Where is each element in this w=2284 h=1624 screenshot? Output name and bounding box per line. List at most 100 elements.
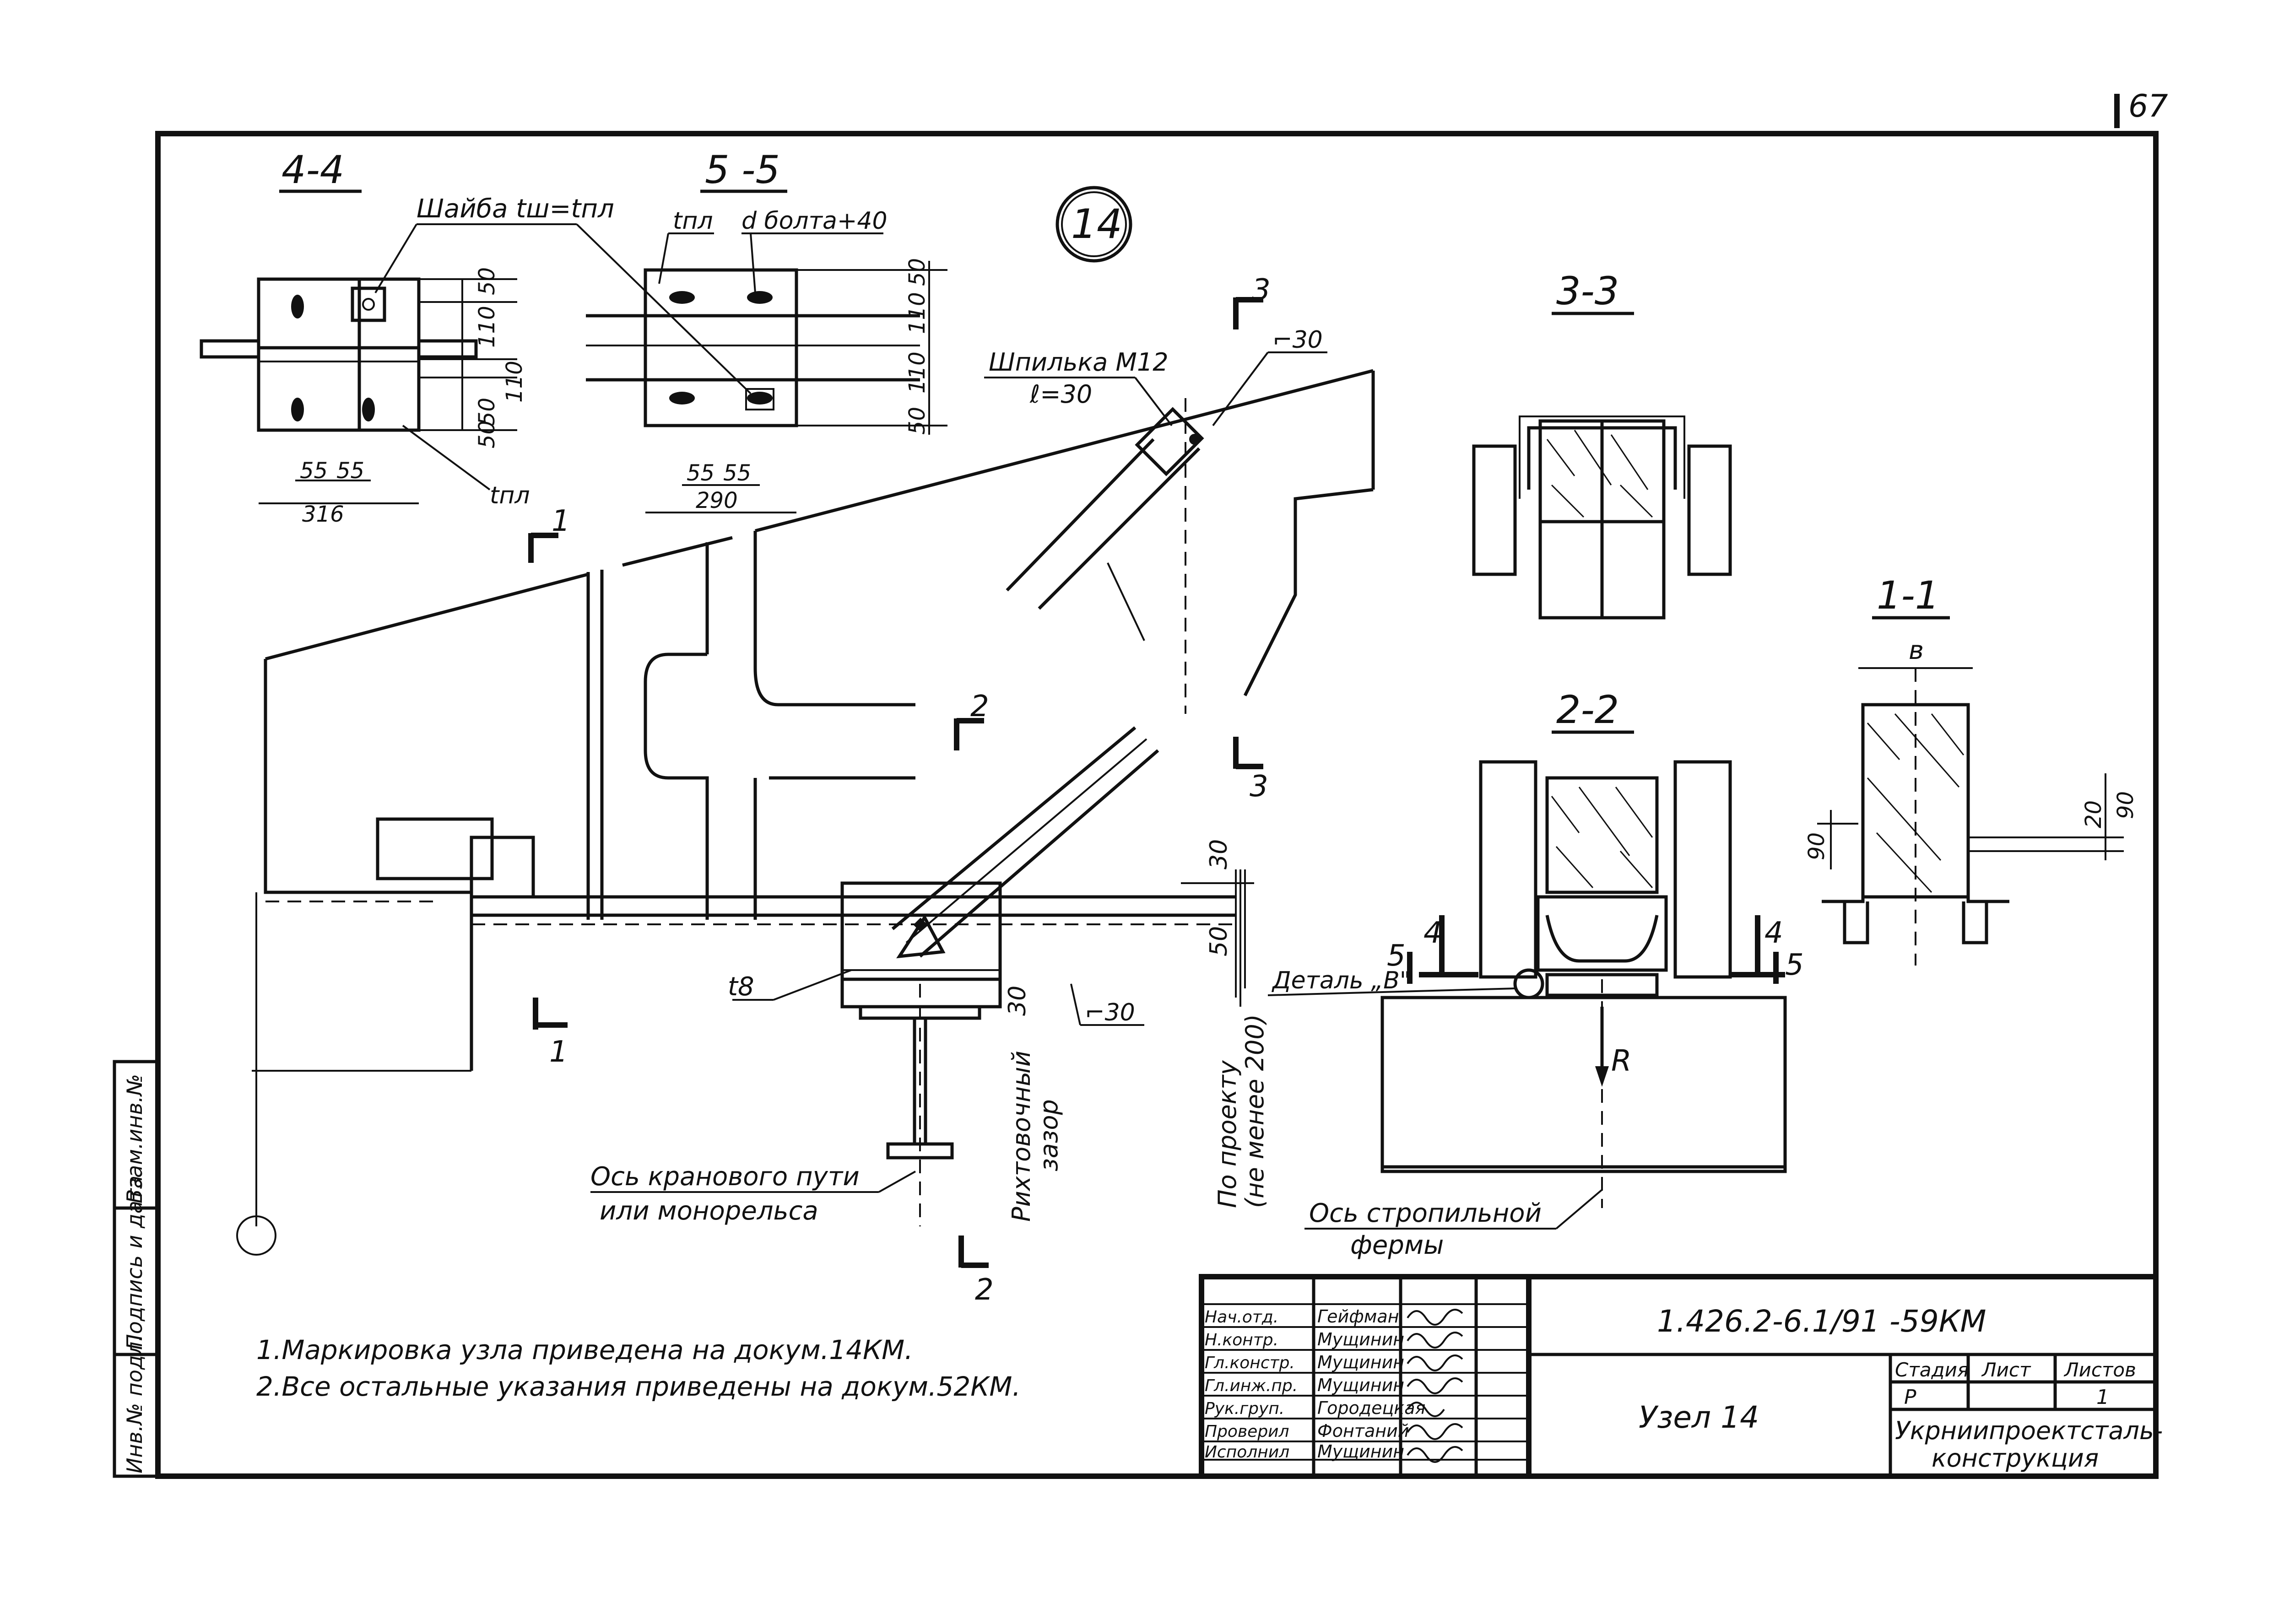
label-detail-B: Деталь „В" [1272,967,1411,994]
sheets-header: Листов [2063,1359,2136,1381]
section-4-4: 4-4 50 110 50 110 50 55 55 316 tпл [200,147,530,527]
name-5: Фонтаний [1317,1421,1409,1441]
note-1: 1.Маркировка узла приведена на докум.14К… [256,1334,913,1365]
side-stamp: Инв.№ подл. Подпись и дата Взам.инв.№ [113,1060,160,1478]
dim-55-290: 290 [696,488,738,513]
section-3-3: 3-3 [1472,269,1732,620]
dim-44-50c: 50 [474,421,500,448]
label-44-tpl: tпл [490,482,530,509]
section-3-3-title: 3-3 [1556,269,1619,313]
dim-44-50b: 50 [474,398,500,426]
dim-55-50b: 50 [904,407,930,435]
dim-11-90b: 90 [2113,791,2138,819]
label-R: R [1611,1044,1631,1078]
cut-3-top: 3 [1252,273,1271,307]
stamp-replace: Взам.инв.№ [122,1074,147,1203]
dim-44-110b: 110 [502,361,527,403]
role-grid [1202,1303,1529,1461]
dim-11-90a: 90 [1804,832,1829,860]
label-rikht-1: Рихтовочный [1007,1051,1036,1222]
label-truss-axis: Ось стропильной [1309,1198,1542,1228]
dim-44-55b: 55 [336,458,364,484]
role-0: Нач.отд. [1205,1308,1278,1327]
sheet-header: Лист [1981,1359,2031,1381]
stamp-inv: Инв.№ подл. [122,1335,147,1473]
label-55-tpl: tпл [673,207,713,235]
label-crane-axis: Ось кранового пути [590,1162,860,1192]
role-6: Исполнил [1205,1443,1289,1462]
sheet-frame: 67 [155,88,2168,1479]
name-3: Мущинин [1317,1375,1404,1395]
label-stud-len: ℓ=30 [1029,380,1092,409]
dim-50: 50 [1205,926,1233,956]
notes: 1.Маркировка узла приведена на докум.14К… [256,1334,1021,1402]
name-0: Гейфман [1317,1306,1399,1327]
dim-55-55b: 55 [723,460,751,486]
label-weld30-low: ⌐30 [1085,999,1135,1026]
role-5: Проверил [1205,1422,1289,1441]
node-number: 14 [1071,200,1122,248]
role-2: Гл.констр. [1205,1354,1295,1372]
node-marker-14: 14 [1055,186,1132,263]
label-t8: t8 [728,972,754,1002]
name-6: Мущинин [1317,1441,1404,1462]
label-55-d: d болта+40 [741,207,888,235]
role-4: Рук.груп. [1205,1399,1284,1418]
label-rikht-2: зазор [1034,1099,1063,1171]
dim-11-b: в [1909,636,1924,665]
label-crane-axis-2: или монорельса [600,1196,818,1226]
label-proekt-2: (не менее 200) [1240,1014,1269,1208]
label-washer: Шайба tш=tпл [417,194,614,224]
cut-5-right: 5 [1785,948,1804,982]
dim-30b: 30 [1004,986,1031,1016]
role-3: Гл.инж.пр. [1205,1376,1298,1395]
name-2: Мущинин [1317,1352,1404,1372]
sheets-value: 1 [2096,1386,2109,1409]
dim-44-50a: 50 [474,267,500,295]
section-1-1-title: 1-1 [1877,573,1939,618]
cut-3-bottom: 3 [1250,770,1268,804]
section-1-1: 1-1 в 90 20 90 [1804,573,2138,966]
cut-2-bottom: 2 [975,1273,994,1307]
title-block: Нач.отд. Гейфман Н.контр. Мущинин Гл.кон… [1199,1274,2163,1479]
dim-55-110a: 110 [904,292,930,334]
dim-30a: 30 [1205,839,1233,869]
label-stud: Шпилька М12 [989,348,1169,377]
dim-44-110a: 110 [474,306,500,348]
label-truss-axis-2: фермы [1350,1230,1444,1260]
dim-44-55a: 55 [300,458,328,484]
section-2-2-title: 2-2 [1556,687,1619,732]
org-2: конструкция [1932,1444,2099,1473]
name-1: Мущинин [1317,1329,1404,1349]
org-1: Укрниипроектсталь- [1895,1416,2163,1445]
cut-2-top: 2 [970,690,989,723]
dim-44-316: 316 [302,502,344,527]
main-view: t8 30 50 30 ⌐30 Рихтовочный зазор По про… [236,273,1375,1307]
dim-55-110b: 110 [904,351,930,394]
section-5-5-title: 5 -5 [705,147,780,192]
note-2: 2.Все остальные указания приведены на до… [256,1371,1021,1402]
cut-1-top: 1 [552,504,570,538]
stage-value: Р [1904,1386,1916,1409]
cut-1-bottom: 1 [549,1035,568,1069]
dim-55-50a: 50 [904,258,930,286]
section-5-5: 5 -5 tпл d болта+40 50 110 110 50 55 55 … [586,147,947,513]
dim-11-20: 20 [2081,800,2106,828]
label-proekt-1: По проекту [1213,1060,1242,1208]
role-1: Н.контр. [1205,1331,1278,1349]
section-4-4-title: 4-4 [281,147,344,192]
doc-code: 1.426.2-6.1/91 -59КМ [1657,1304,1986,1339]
node-name: Узел 14 [1639,1400,1759,1435]
page-number: 67 [2128,88,2168,124]
stamp-sign: Подпись и дата [122,1176,147,1350]
cut-5-left: 5 [1387,939,1406,973]
stage-header: Стадия [1895,1359,1969,1381]
cut-4-left: 4 [1423,916,1442,950]
cut-4-right: 4 [1764,916,1783,950]
section-2-2: 2-2 R Деталь „В" 4 5 4 5 Ось ст [1267,687,1804,1260]
label-weld30-top: ⌐30 [1272,326,1323,354]
dim-55-55a: 55 [687,460,714,486]
signatures [1407,1309,1463,1463]
washer-callout: Шайба tш=tпл [374,194,752,394]
